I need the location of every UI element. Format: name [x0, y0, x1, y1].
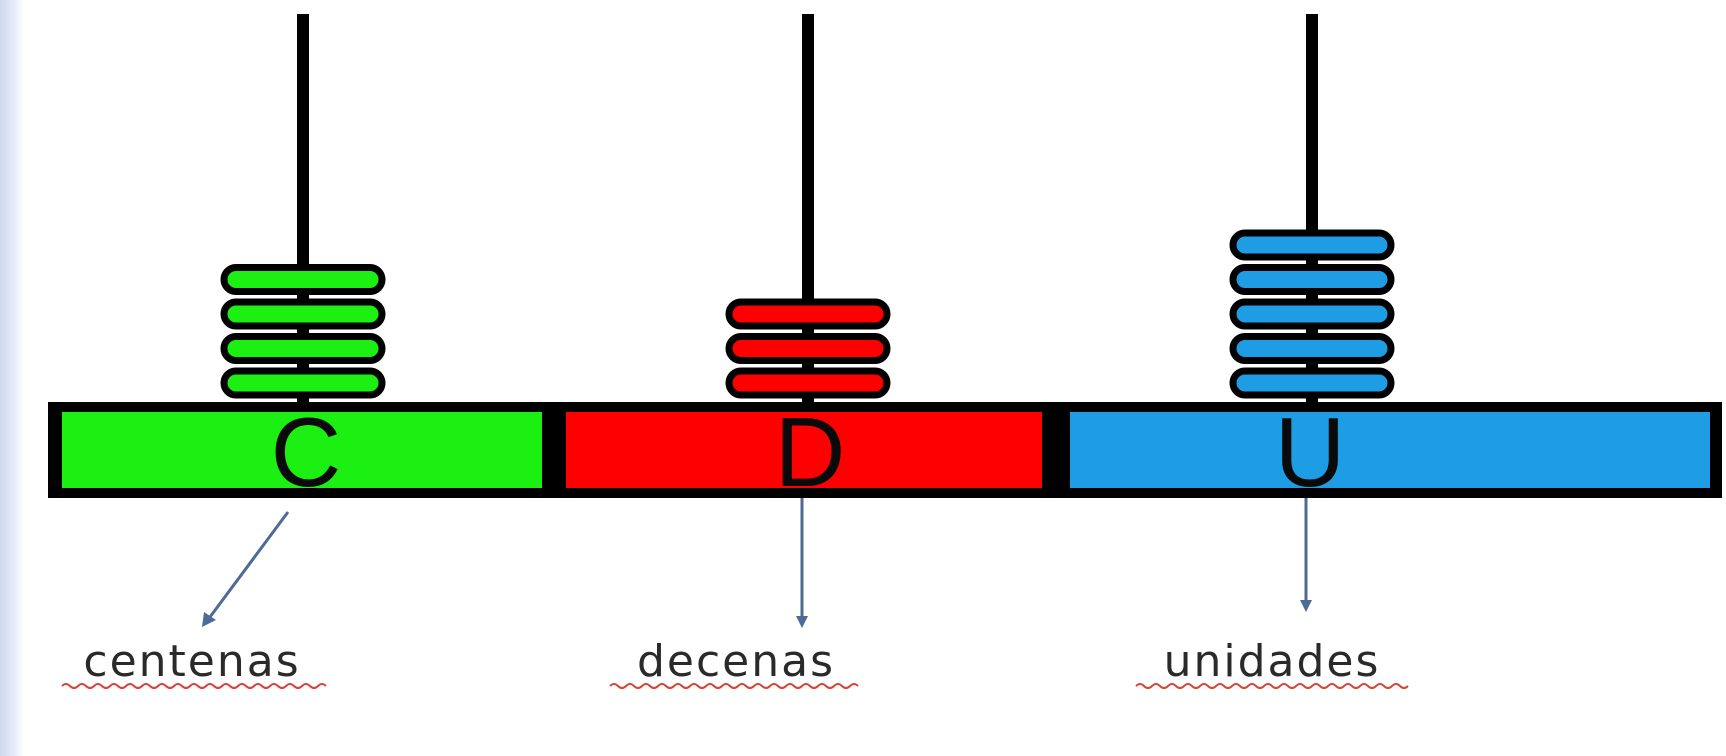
tens-label: decenas	[637, 636, 835, 687]
tens-bead	[725, 333, 891, 364]
hundreds-bead	[220, 367, 386, 399]
units-spellcheck-underline	[1135, 683, 1409, 689]
units-bead	[1229, 229, 1395, 261]
tens-spellcheck-underline	[609, 683, 859, 689]
hundreds-spellcheck-underline	[61, 683, 327, 689]
tens-arrow-head	[796, 616, 808, 628]
place-value-bar: C D U	[48, 397, 1722, 507]
hundreds-arrow-line	[208, 511, 290, 618]
units-bead	[1229, 298, 1395, 330]
units-bead	[1229, 264, 1395, 295]
tens-arrow	[796, 498, 808, 628]
tens-bead	[725, 367, 891, 399]
units-bead	[1229, 333, 1395, 364]
units-arrow-head	[1300, 600, 1312, 612]
beads-group	[220, 229, 1395, 399]
units-label: unidades	[1164, 636, 1381, 687]
hundreds-bead	[220, 264, 386, 295]
hundreds-letter: C	[271, 397, 342, 507]
hundreds-segment	[62, 412, 542, 488]
hundreds-arrow	[202, 511, 290, 627]
hundreds-label: centenas	[83, 636, 300, 687]
hundreds-bead	[220, 298, 386, 330]
units-arrow	[1300, 498, 1312, 612]
units-letter: U	[1275, 397, 1346, 507]
tens-letter: D	[775, 397, 846, 507]
units-bead	[1229, 367, 1395, 399]
units-segment	[1070, 412, 1710, 488]
hundreds-arrow-head	[202, 612, 216, 627]
hundreds-bead	[220, 333, 386, 364]
tens-bead	[725, 298, 891, 330]
tens-segment	[566, 412, 1042, 488]
